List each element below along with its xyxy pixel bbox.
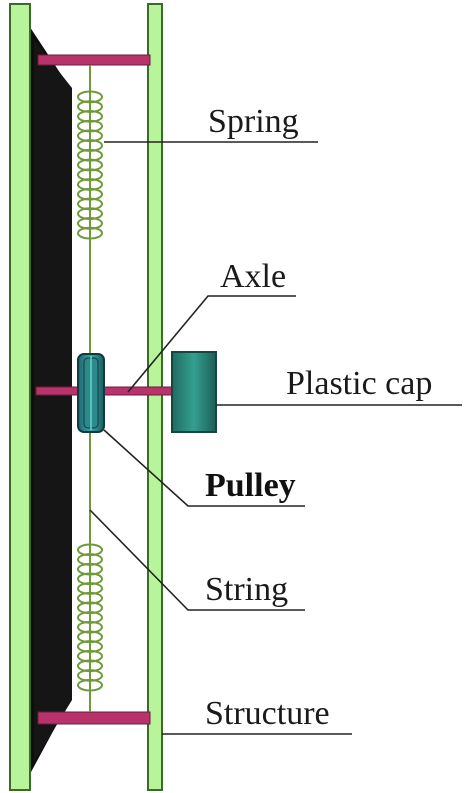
structure-label: Structure bbox=[205, 695, 330, 732]
spring-label: Spring bbox=[208, 103, 299, 140]
pulley-label: Pulley bbox=[205, 467, 296, 504]
top-spring bbox=[77, 90, 103, 240]
plastic-cap-label: Plastic cap bbox=[286, 365, 432, 402]
top-structure-bar bbox=[37, 54, 151, 66]
spring-coil bbox=[77, 90, 103, 104]
axle-label: Axle bbox=[220, 258, 286, 295]
spring-coil bbox=[77, 649, 103, 663]
back-panel-inner bbox=[34, 40, 72, 762]
spring-coil bbox=[77, 591, 103, 605]
right-plate bbox=[147, 3, 163, 791]
bottom-structure-bar bbox=[37, 711, 151, 725]
string-label: String bbox=[205, 571, 288, 608]
spring-coil bbox=[77, 168, 103, 182]
axle bbox=[35, 386, 177, 396]
spring-coil bbox=[77, 139, 103, 152]
spring-coil bbox=[77, 207, 103, 221]
pulley-leader-line bbox=[103, 429, 305, 507]
plastic-cap bbox=[171, 351, 217, 433]
spring-coil bbox=[77, 562, 103, 576]
pulley bbox=[77, 353, 105, 433]
spring-coil bbox=[77, 678, 103, 692]
string-leader-line bbox=[89, 509, 305, 611]
left-plate bbox=[9, 3, 31, 791]
bottom-spring bbox=[77, 543, 103, 692]
axle-leader-line bbox=[127, 295, 296, 393]
spring-coil bbox=[77, 620, 103, 634]
spring-coil bbox=[77, 226, 103, 240]
